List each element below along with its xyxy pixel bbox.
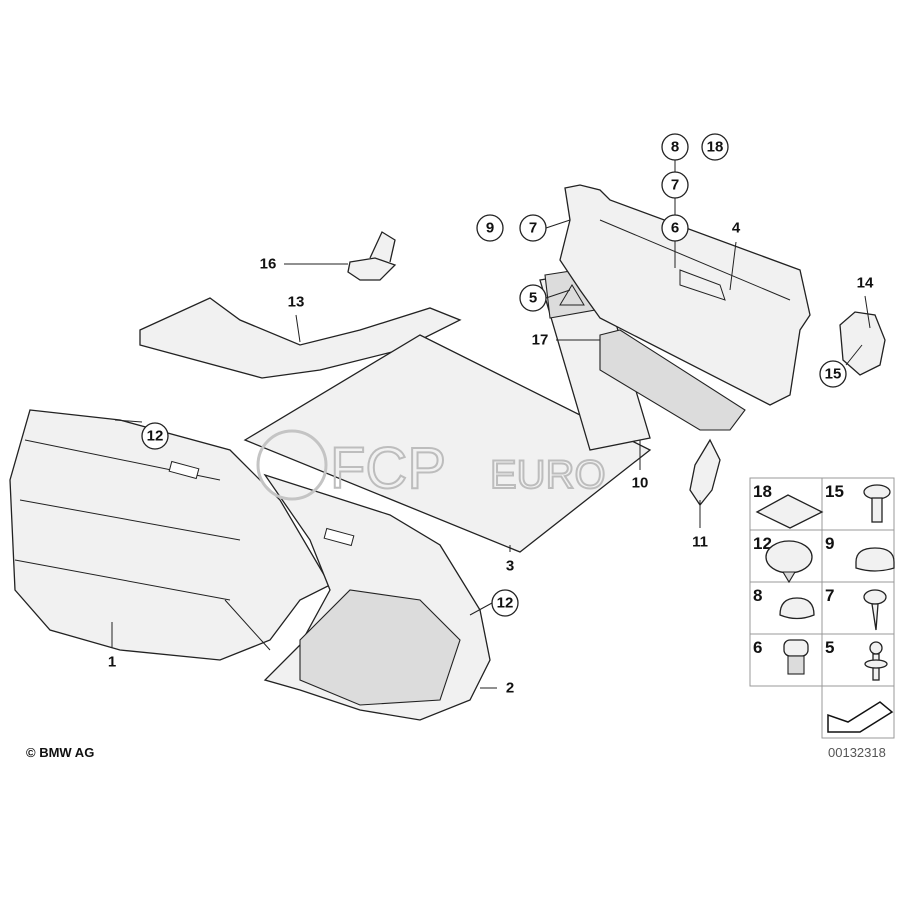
svg-text:7: 7 bbox=[671, 177, 679, 194]
part-13-floor-mat bbox=[139, 297, 462, 379]
callout-7-mid: 7 bbox=[661, 171, 689, 199]
part-17-holder bbox=[599, 329, 746, 431]
svg-text:5: 5 bbox=[529, 290, 537, 307]
callout-9: 9 bbox=[476, 214, 504, 242]
fastener-legend-grid: 18 15 12 9 8 7 6 5 bbox=[749, 477, 895, 739]
watermark-brand: FCP bbox=[330, 436, 446, 501]
svg-text:6: 6 bbox=[753, 638, 762, 657]
grommet-icon bbox=[783, 639, 809, 675]
label-1: 1 bbox=[108, 654, 116, 671]
svg-text:18: 18 bbox=[707, 139, 724, 156]
svg-text:12: 12 bbox=[497, 595, 514, 612]
svg-text:12: 12 bbox=[753, 534, 772, 553]
part-3-floor-panel bbox=[243, 334, 652, 553]
svg-text:9: 9 bbox=[486, 220, 494, 237]
svg-text:7: 7 bbox=[529, 220, 537, 237]
svg-text:18: 18 bbox=[753, 482, 772, 501]
svg-text:8: 8 bbox=[671, 139, 679, 156]
svg-text:8: 8 bbox=[753, 586, 762, 605]
part-4-rear-trim-panel bbox=[559, 184, 811, 406]
watermark-suffix: EURO bbox=[490, 453, 606, 497]
callout-15: 15 bbox=[819, 360, 847, 388]
svg-text:6: 6 bbox=[671, 220, 679, 237]
pad-icon bbox=[755, 494, 824, 529]
callout-8-top: 8 bbox=[661, 133, 689, 161]
label-14: 14 bbox=[857, 275, 874, 292]
copyright-text: © BMW AG bbox=[26, 745, 94, 760]
svg-text:15: 15 bbox=[825, 366, 842, 383]
label-2: 2 bbox=[506, 680, 514, 697]
leader-lines bbox=[111, 160, 871, 689]
label-16: 16 bbox=[260, 256, 277, 273]
screw-icon bbox=[863, 589, 887, 631]
watermark: FCP EURO bbox=[256, 429, 607, 502]
part-16-bracket bbox=[347, 231, 397, 281]
callout-18-top: 18 bbox=[701, 133, 729, 161]
part-1-side-trim-left bbox=[9, 409, 331, 661]
cap-icon bbox=[855, 547, 895, 572]
rivet-icon bbox=[863, 484, 891, 523]
svg-text:15: 15 bbox=[825, 482, 844, 501]
part-11-strap bbox=[689, 438, 721, 507]
image-number: 00132318 bbox=[828, 745, 886, 760]
svg-text:12: 12 bbox=[147, 428, 164, 445]
svg-text:7: 7 bbox=[825, 586, 834, 605]
callout-12-right: 12 bbox=[491, 589, 519, 617]
label-13: 13 bbox=[288, 294, 305, 311]
svg-text:9: 9 bbox=[825, 534, 834, 553]
label-11: 11 bbox=[692, 534, 708, 551]
callout-7-left: 7 bbox=[519, 214, 547, 242]
label-3: 3 bbox=[506, 558, 514, 575]
label-4: 4 bbox=[732, 220, 741, 237]
part-2-side-trim-right bbox=[263, 473, 491, 721]
clip-icon bbox=[765, 540, 813, 584]
label-10: 10 bbox=[632, 475, 649, 492]
callout-5: 5 bbox=[519, 284, 547, 312]
label-17: 17 bbox=[532, 332, 549, 349]
callout-6: 6 bbox=[661, 214, 689, 242]
direction-arrow-icon bbox=[827, 701, 894, 733]
svg-text:5: 5 bbox=[825, 638, 834, 657]
plug-icon bbox=[779, 597, 815, 620]
callout-12-left: 12 bbox=[141, 422, 169, 450]
push-pin-icon bbox=[864, 641, 888, 681]
part-14-cover bbox=[839, 311, 886, 376]
